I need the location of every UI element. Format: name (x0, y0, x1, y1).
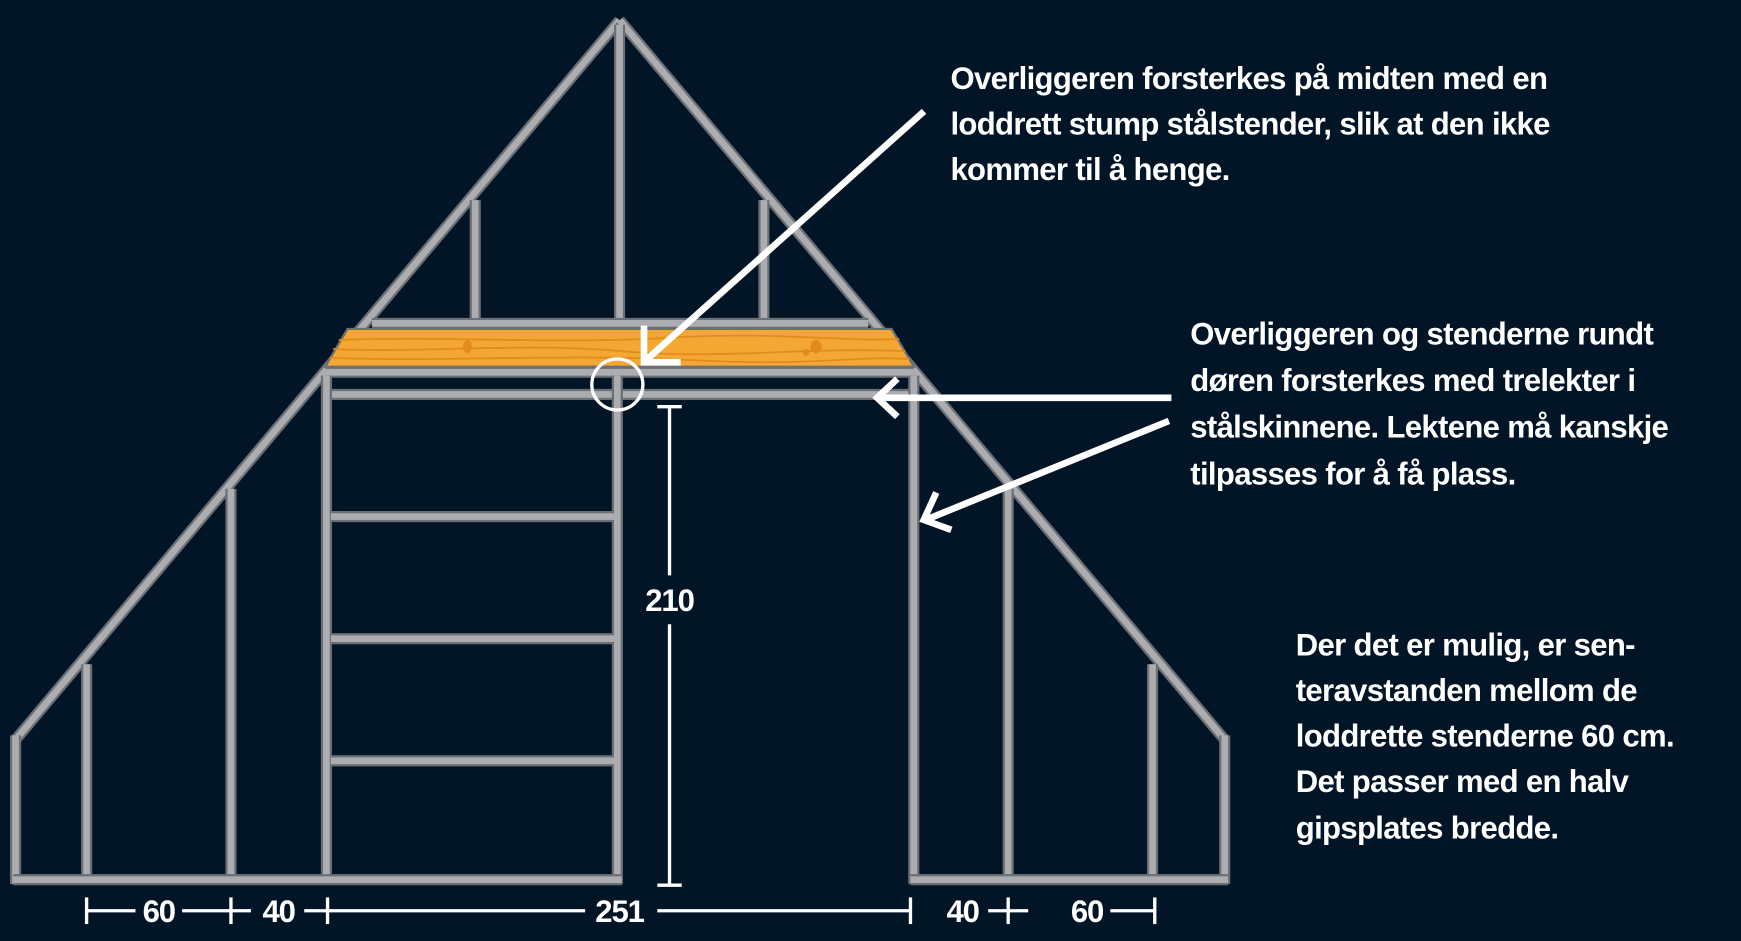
note-top: Overliggeren forsterkes på midten med en… (950, 61, 1550, 187)
svg-text:teravstanden mellom de: teravstanden mellom de (1296, 673, 1638, 708)
svg-text:Overliggeren og stenderne rund: Overliggeren og stenderne rundt (1190, 316, 1653, 351)
svg-text:gipsplates bredde.: gipsplates bredde. (1296, 811, 1559, 846)
arrow-to-stub-stud (640, 108, 927, 366)
width-dimension-line (84, 897, 1157, 925)
svg-text:Der det er mulig, er sen-: Der det er mulig, er sen- (1296, 627, 1635, 662)
dim-left-inner: 40 (263, 894, 296, 929)
svg-text:loddrette stenderne 60 cm.: loddrette stenderne 60 cm. (1296, 718, 1674, 753)
svg-text:kommer til å henge.: kommer til å henge. (950, 152, 1229, 187)
wood-knot (463, 340, 472, 354)
wood-knot (810, 340, 822, 354)
svg-text:tilpasses for å få plass.: tilpasses for å få plass. (1190, 456, 1515, 491)
svg-text:døren forsterkes med trelekter: døren forsterkes med trelekter i (1190, 363, 1635, 398)
steel-frame (9, 16, 1231, 886)
note-middle: Overliggeren og stenderne rundt døren fo… (1190, 316, 1669, 491)
dim-door-span: 251 (595, 894, 644, 929)
dim-right-outer: 60 (1071, 894, 1104, 929)
callout-circle (590, 357, 645, 412)
steel-rafter-right (617, 18, 1228, 742)
svg-text:Det passer med en halv: Det passer med en halv (1296, 764, 1630, 799)
door-height-dimension (657, 404, 682, 887)
arrow-to-door-stud (919, 417, 1171, 534)
svg-text:stålskinnene. Lektene må kansk: stålskinnene. Lektene må kanskje (1190, 410, 1668, 445)
svg-text:loddrett stump stålstender, sl: loddrett stump stålstender, slik at den … (950, 107, 1550, 142)
dim-right-inner: 40 (946, 894, 979, 929)
svg-text:Overliggeren forsterkes på mid: Overliggeren forsterkes på midten med en (950, 61, 1547, 96)
dim-left-outer: 60 (143, 894, 176, 929)
wood-header-beam (323, 327, 916, 368)
steel-rafter-left (12, 18, 623, 742)
arrow-to-header (872, 376, 1172, 420)
note-bottom: Der det er mulig, er sen- teravstanden m… (1296, 627, 1675, 846)
door-height-label: 210 (645, 583, 694, 618)
